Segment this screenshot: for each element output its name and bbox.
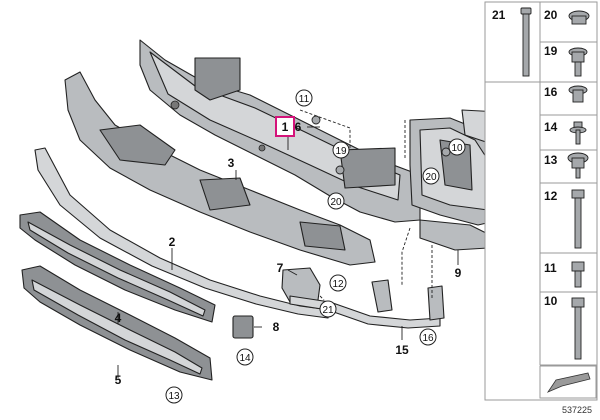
side-item-12: 12: [544, 189, 585, 249]
svg-text:13: 13: [168, 391, 180, 402]
callout-labels: 1 2 3 4 5 6 7 8 9 15 17 18 11 19 20: [115, 89, 525, 404]
svg-text:21: 21: [492, 8, 506, 22]
svg-text:12: 12: [544, 189, 558, 203]
circled-callout-13: 13: [165, 386, 183, 404]
svg-text:21: 21: [322, 305, 334, 316]
circled-callout-12: 12: [329, 274, 347, 292]
callout-6: 6: [295, 120, 302, 134]
callout-2: 2: [169, 235, 176, 249]
side-item-16: 16: [544, 85, 588, 103]
part-4-lower-grille: [19, 211, 216, 323]
circled-callout-10: 10: [448, 138, 466, 156]
callout-5: 5: [115, 373, 122, 387]
circled-callout-21: 21: [319, 300, 337, 318]
svg-text:14: 14: [544, 120, 558, 134]
svg-text:19: 19: [544, 44, 558, 58]
part-5-lower-deflector: [21, 265, 213, 381]
drawing-number: 537225: [562, 405, 592, 415]
callout-15: 15: [395, 343, 409, 357]
svg-text:16: 16: [544, 85, 558, 99]
dashed-leaders: [299, 109, 433, 301]
svg-text:11: 11: [544, 261, 557, 275]
side-item-20: 20: [544, 8, 590, 25]
callout-4: 4: [115, 311, 122, 325]
circled-callout-11: 11: [295, 89, 313, 107]
main-assembly: 1 2 3 4 5 6 7 8 9 15 17 18 11 19 20: [19, 39, 526, 404]
circled-callout-20b: 20: [422, 167, 440, 185]
svg-text:10: 10: [451, 143, 463, 154]
callout-1-highlight: [275, 116, 295, 137]
svg-text:12: 12: [332, 279, 344, 290]
side-item-19: 19: [544, 44, 588, 77]
svg-text:13: 13: [544, 153, 558, 167]
svg-text:10: 10: [544, 294, 558, 308]
circled-callout-19a: 19: [332, 141, 350, 159]
side-panel: 21 20 19 16 14: [484, 1, 598, 401]
callout-1: 1: [282, 120, 289, 134]
svg-text:16: 16: [422, 333, 434, 344]
callout-3: 3: [228, 156, 235, 170]
circled-callout-14: 14: [236, 348, 254, 366]
circled-callout-16: 16: [419, 328, 437, 346]
side-item-14: 14: [544, 120, 587, 145]
svg-text:20: 20: [544, 8, 558, 22]
svg-text:19: 19: [335, 146, 347, 157]
part-3-absorber: [64, 71, 376, 266]
arrow-icon: [539, 365, 597, 399]
callout-9: 9: [455, 266, 462, 280]
callout-8: 8: [273, 320, 280, 334]
side-item-10: 10: [544, 294, 585, 360]
side-item-13: 13: [544, 152, 589, 179]
svg-text:11: 11: [299, 94, 310, 105]
side-item-21: 21: [492, 7, 532, 77]
svg-text:14: 14: [239, 353, 251, 364]
circled-callout-20a: 20: [327, 192, 345, 210]
part-7-bracket: [281, 267, 321, 303]
callout-7: 7: [277, 261, 284, 275]
part-8-block: [232, 315, 254, 339]
svg-text:20: 20: [425, 172, 437, 183]
svg-text:20: 20: [330, 197, 342, 208]
side-item-11: 11: [544, 261, 585, 288]
